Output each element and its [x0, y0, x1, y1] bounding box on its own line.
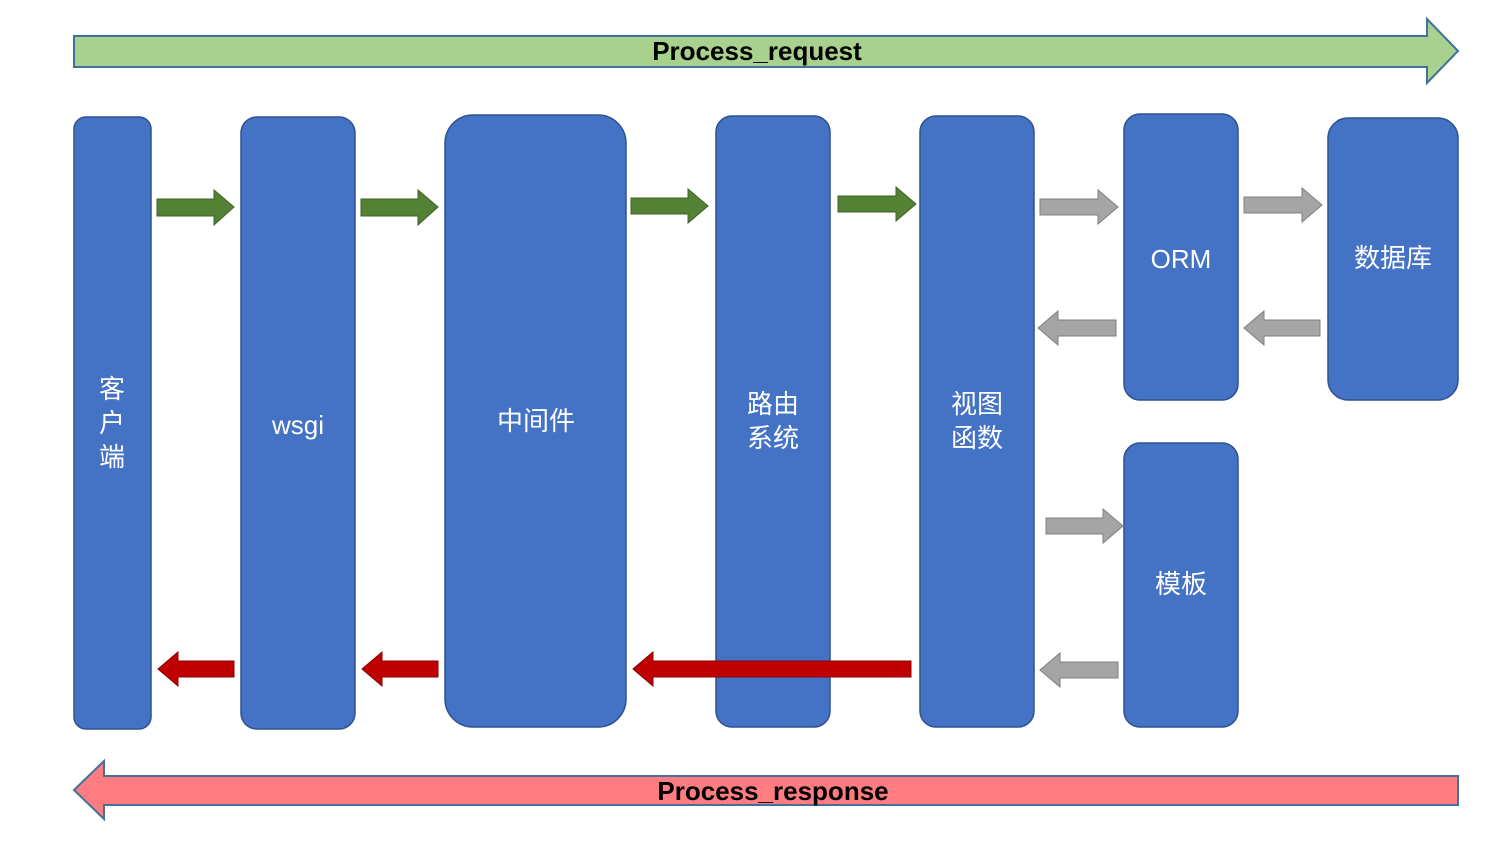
view-function-label-line-1: 视图: [951, 390, 1003, 420]
node-wsgi: wsgi: [240, 116, 356, 730]
node-orm: ORM: [1123, 113, 1239, 401]
node-database: 数据库: [1327, 117, 1459, 401]
request-arrow-wsgi-to-middleware: [360, 188, 439, 227]
response-arrow-view-to-middleware: [632, 650, 912, 688]
response-arrow-wsgi-to-client: [157, 650, 235, 688]
template-box: [1123, 442, 1239, 728]
node-middleware: 中间件: [444, 114, 627, 728]
url-router-box: [715, 115, 831, 728]
node-template: 模板: [1123, 442, 1239, 728]
arrow-view-to-orm: [1039, 188, 1119, 226]
client-box: [73, 116, 152, 730]
wsgi-label: wsgi: [271, 410, 324, 440]
wsgi-box: [240, 116, 356, 730]
view-function-box: [919, 115, 1035, 728]
arrow-database-to-orm: [1243, 309, 1321, 347]
arrow-view-to-template: [1045, 507, 1124, 545]
arrow-orm-to-view: [1037, 309, 1117, 347]
client-label-line-1: 客: [99, 375, 125, 405]
client-label-line-3: 端: [99, 443, 125, 473]
process-request-arrow-shape: [73, 16, 1460, 86]
request-arrow-client-to-wsgi: [156, 188, 235, 227]
node-client: 客 户 端: [73, 116, 152, 730]
request-arrow-middleware-to-router: [630, 187, 709, 225]
template-label: 模板: [1155, 570, 1207, 600]
middleware-box: [444, 114, 627, 728]
response-arrow-middleware-to-wsgi: [361, 650, 439, 688]
process-request-banner: Process_request: [73, 16, 1460, 86]
client-label-line-2: 户: [99, 409, 125, 439]
node-url-router: 路由 系统: [715, 115, 831, 728]
process-response-label: Process_response: [657, 776, 888, 806]
database-box: [1327, 117, 1459, 401]
middleware-label: 中间件: [497, 407, 575, 437]
arrow-orm-to-database: [1243, 186, 1323, 224]
orm-box: [1123, 113, 1239, 401]
process-response-banner: Process_response: [72, 758, 1459, 822]
request-arrow-router-to-view: [837, 185, 917, 223]
view-function-label-line-2: 函数: [951, 424, 1003, 454]
node-view-function: 视图 函数: [919, 115, 1035, 728]
url-router-label-line-1: 路由: [747, 390, 799, 420]
process-request-label: Process_request: [652, 36, 862, 66]
orm-label: ORM: [1151, 244, 1212, 274]
arrow-template-to-view: [1039, 651, 1119, 689]
url-router-label-line-2: 系统: [747, 424, 799, 454]
process-response-arrow-shape: [72, 758, 1459, 822]
database-label: 数据库: [1354, 244, 1432, 274]
